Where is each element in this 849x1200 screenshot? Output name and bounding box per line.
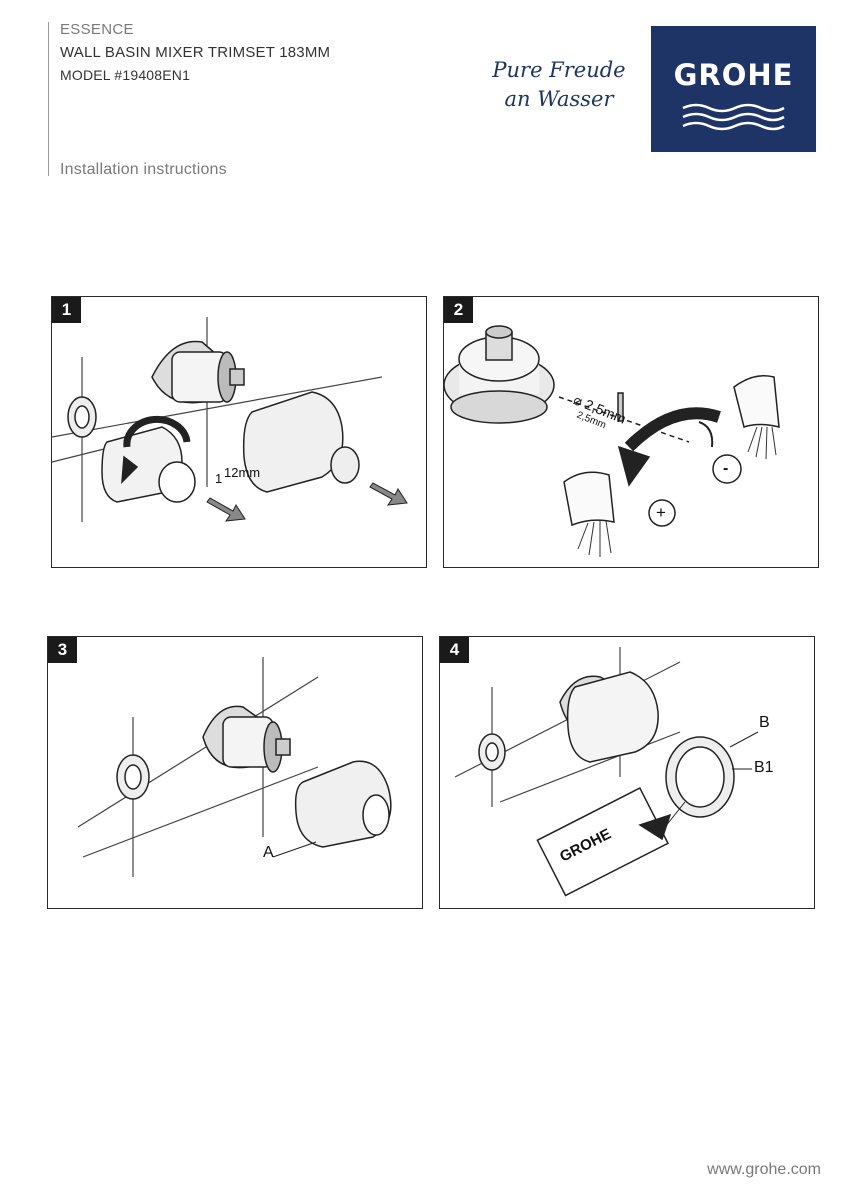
- step-3-panel: 3 A: [47, 636, 423, 909]
- part-a-label: A: [263, 844, 274, 861]
- series-name: ESSENCE: [60, 21, 134, 38]
- step-4-illustration: [454, 647, 759, 897]
- step-1-number: 1: [52, 297, 81, 323]
- brand-slogan: Pure Freude an Wasser: [484, 56, 634, 114]
- step-3-illustration: [77, 657, 392, 877]
- step-2-number: 2: [444, 297, 473, 323]
- part-b-label: B: [759, 714, 770, 731]
- product-title: WALL BASIN MIXER TRIMSET 183MM: [60, 44, 331, 61]
- step-3-number: 3: [48, 637, 77, 663]
- logo-wordmark: GROHE: [673, 58, 794, 92]
- step-1-measure-label: 12mm: [224, 465, 261, 480]
- step-1-count-label: 1: [215, 471, 223, 486]
- step-2-minus-label: -: [723, 460, 729, 477]
- model-number: MODEL #19408EN1: [60, 67, 191, 83]
- step-1-illustration: [52, 317, 408, 522]
- step-4-number: 4: [440, 637, 469, 663]
- step-4-panel: 4 GROHE B B1: [439, 636, 815, 909]
- step-2-panel: 2 ⌀ 2,5mm 2,5mm - +: [443, 296, 819, 568]
- slogan-line-1: Pure Freude: [492, 58, 626, 82]
- step-2-illustration: [444, 325, 780, 557]
- header-rule: [48, 22, 49, 176]
- document-type: Installation instructions: [60, 161, 227, 178]
- part-b1-label: B1: [754, 759, 774, 776]
- website-link[interactable]: www.grohe.com: [707, 1161, 821, 1178]
- slogan-line-2: an Wasser: [504, 87, 614, 111]
- grohe-logo: GROHE: [651, 26, 816, 152]
- water-waves-icon: [682, 103, 785, 131]
- step-2-plus-label: +: [656, 503, 666, 522]
- step-1-panel: 1 1 12mm: [51, 296, 427, 568]
